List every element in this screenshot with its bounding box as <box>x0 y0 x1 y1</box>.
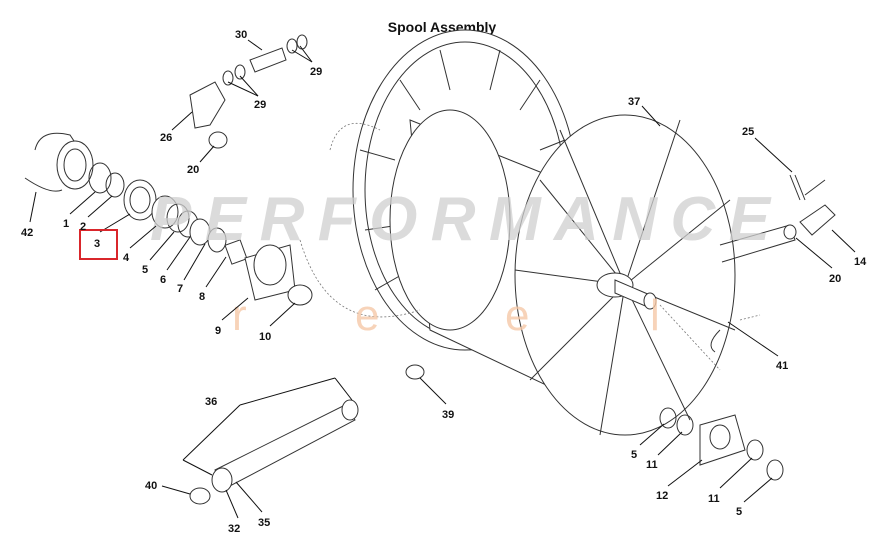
callout-11[interactable]: 11 <box>646 459 658 471</box>
callout-30[interactable]: 30 <box>235 29 247 41</box>
callout-10[interactable]: 10 <box>259 331 271 343</box>
callout-20[interactable]: 20 <box>829 273 841 285</box>
callout-1[interactable]: 1 <box>63 218 69 230</box>
watermark-letter: l <box>650 291 660 340</box>
callout-40[interactable]: 40 <box>145 480 157 492</box>
callout-5[interactable]: 5 <box>142 264 148 276</box>
drive-parts <box>24 34 836 505</box>
callout-20[interactable]: 20 <box>187 164 199 176</box>
callout-42[interactable]: 42 <box>21 227 33 239</box>
spool-reel <box>299 29 796 436</box>
callout-29[interactable]: 29 <box>254 99 266 111</box>
callout-26[interactable]: 26 <box>160 132 172 144</box>
callout-35[interactable]: 35 <box>258 517 270 529</box>
watermark-brand: PERFORMANCE <box>150 185 772 254</box>
watermark-letter: e <box>505 291 529 340</box>
watermark-sub: r e e l <box>232 291 660 340</box>
highlight-box-part-3 <box>79 229 118 260</box>
callout-14[interactable]: 14 <box>854 256 867 268</box>
watermark-letter: r <box>232 291 247 340</box>
callout-2[interactable]: 2 <box>80 221 86 233</box>
callout-37[interactable]: 37 <box>628 96 640 108</box>
callout-4[interactable]: 4 <box>123 252 130 264</box>
callout-7[interactable]: 7 <box>177 283 183 295</box>
callout-32[interactable]: 32 <box>228 523 240 534</box>
callout-9[interactable]: 9 <box>215 325 221 337</box>
callout-39[interactable]: 39 <box>442 409 454 421</box>
callout-29[interactable]: 29 <box>310 66 322 78</box>
callout-5[interactable]: 5 <box>631 449 637 461</box>
callout-12[interactable]: 12 <box>656 490 668 502</box>
callout-11[interactable]: 11 <box>708 493 720 505</box>
callout-6[interactable]: 6 <box>160 274 166 286</box>
watermark-letter: e <box>355 291 379 340</box>
callout-3[interactable]: 3 <box>94 238 100 250</box>
callout-36[interactable]: 36 <box>205 396 217 408</box>
callout-8[interactable]: 8 <box>199 291 205 303</box>
leader-lines <box>29 39 856 519</box>
callout-5[interactable]: 5 <box>736 506 742 518</box>
callout-41[interactable]: 41 <box>776 360 788 372</box>
callout-25[interactable]: 25 <box>742 126 754 138</box>
callout-labels: 30 29 29 26 20 42 1 2 3 4 5 6 7 8 9 10 3… <box>21 29 867 534</box>
